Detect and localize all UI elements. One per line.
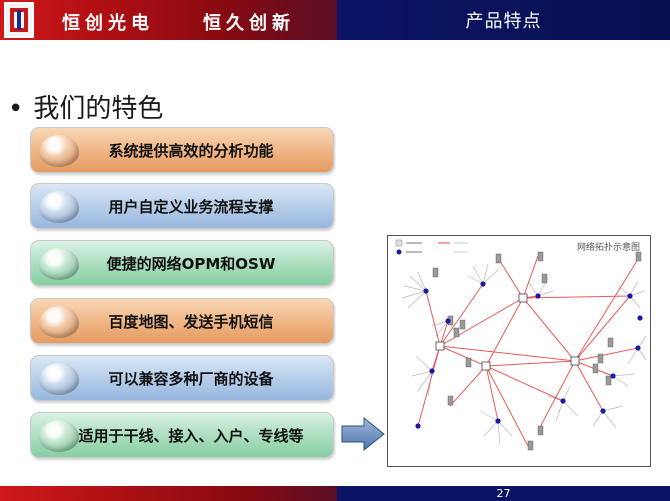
- header-brand-area: 恒创光电 恒久创新: [0, 0, 337, 40]
- feature-item-map-sms[interactable]: 百度地图、发送手机短信: [30, 298, 334, 344]
- feature-label: 用户自定义业务流程支撑: [108, 197, 274, 216]
- company-slogan: 恒久创新: [203, 13, 295, 34]
- access-branches: [401, 263, 647, 445]
- water-drop-icon: [39, 306, 79, 338]
- backbone-links: [417, 255, 641, 447]
- feature-item-opm-osw[interactable]: 便捷的网络OPM和OSW: [30, 240, 334, 286]
- feature-item-applicability[interactable]: 适用于干线、接入、入户、专线等: [30, 412, 334, 458]
- topology-graphic: [395, 239, 647, 451]
- page-title: • 我们的特色: [8, 88, 163, 125]
- feature-label: 百度地图、发送手机短信: [108, 312, 274, 331]
- diagram-legend: [395, 239, 468, 255]
- water-drop-icon: [39, 191, 79, 223]
- right-arrow-icon: [341, 416, 385, 452]
- device-icons: [432, 251, 642, 451]
- bullet-marker: •: [8, 94, 24, 124]
- header-bar: 恒创光电 恒久创新 产品特点: [0, 0, 670, 40]
- diagram-title: 网络拓扑示意图: [576, 243, 640, 253]
- section-title: 产品特点: [337, 0, 670, 40]
- water-drop-icon: [39, 420, 79, 452]
- feature-label: 适用于干线、接入、入户、专线等: [78, 426, 304, 445]
- company-name: 恒创光电: [62, 13, 154, 34]
- water-drop-icon: [39, 248, 79, 280]
- feature-label: 便捷的网络OPM和OSW: [106, 254, 276, 273]
- water-drop-icon: [39, 135, 79, 167]
- feature-item-multi-vendor[interactable]: 可以兼容多种厂商的设备: [30, 355, 334, 401]
- feature-item-custom-workflow[interactable]: 用户自定义业务流程支撑: [30, 183, 334, 229]
- page-title-text: 我们的特色: [33, 94, 164, 124]
- water-drop-icon: [39, 363, 79, 395]
- feature-label: 系统提供高效的分析功能: [108, 141, 274, 160]
- network-topology-diagram: 网络拓扑示意图: [387, 235, 651, 467]
- company-logo: [4, 2, 34, 38]
- endpoint-nodes: [415, 281, 643, 429]
- footer-bar: 27: [0, 486, 670, 501]
- footer-red-band: [0, 486, 337, 501]
- feature-label: 可以兼容多种厂商的设备: [108, 369, 274, 388]
- feature-item-analysis[interactable]: 系统提供高效的分析功能: [30, 127, 334, 173]
- switch-nodes: [435, 293, 580, 371]
- page-number: 27: [337, 486, 670, 501]
- logo-bar: [17, 10, 21, 30]
